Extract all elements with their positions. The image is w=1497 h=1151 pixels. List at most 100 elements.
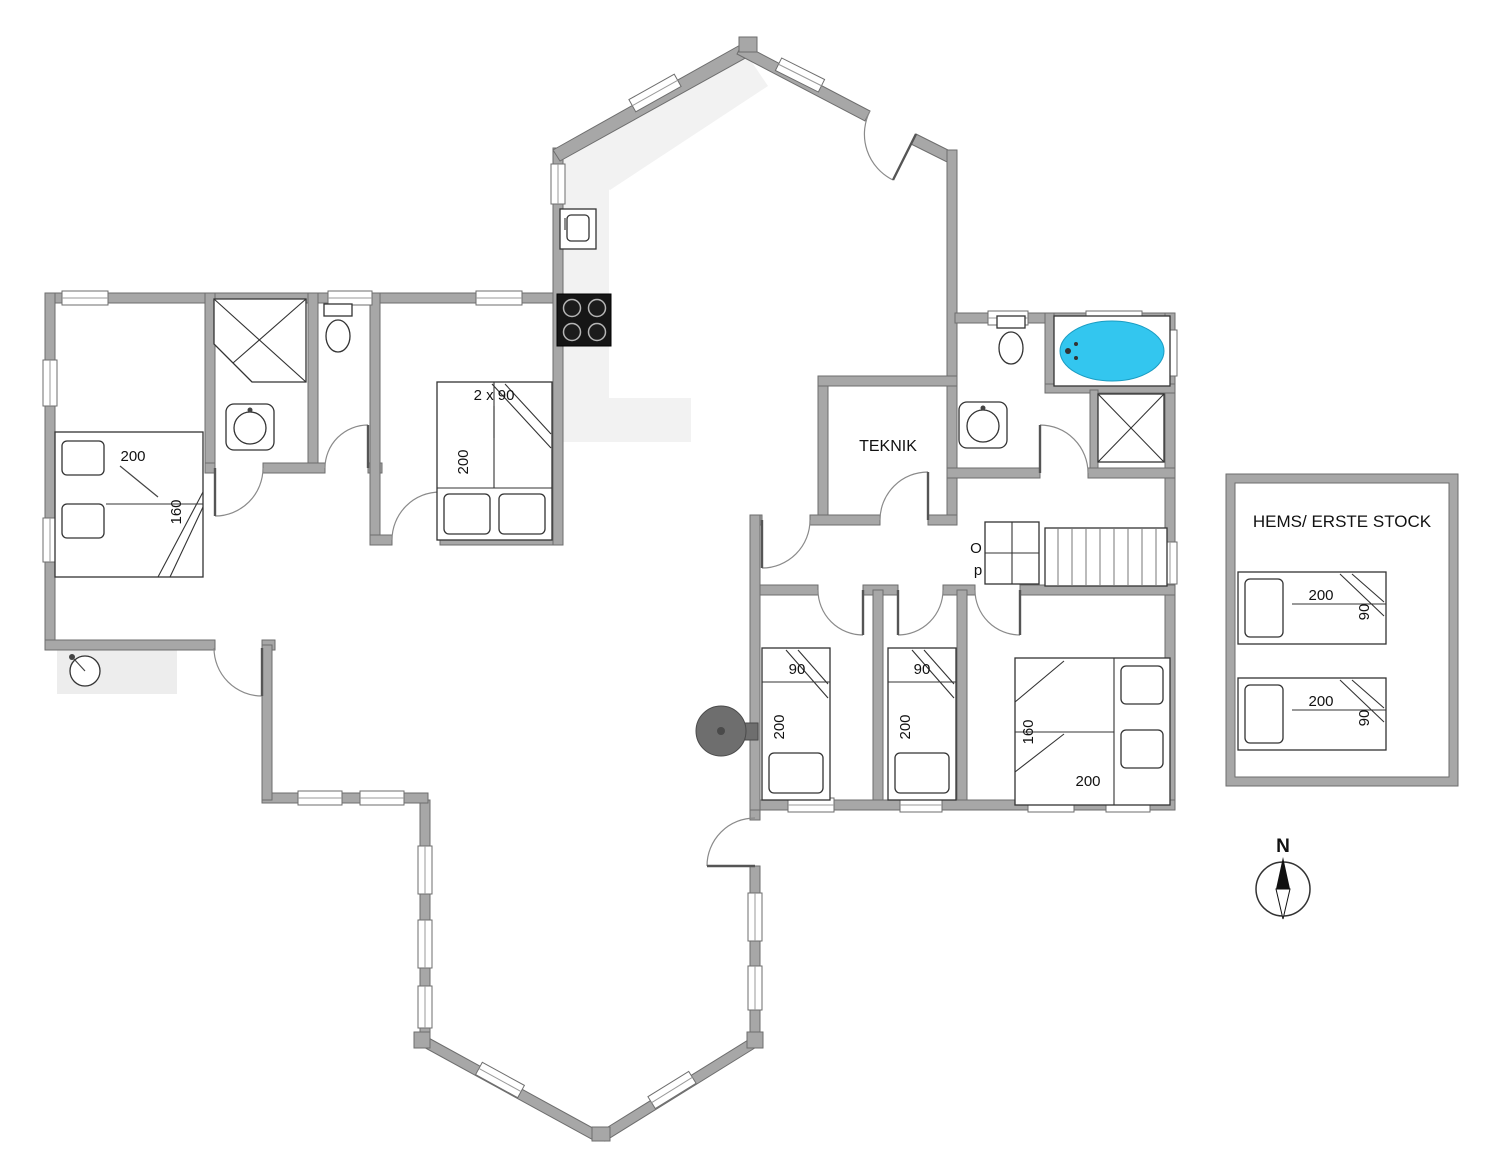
shower-icon — [1097, 393, 1165, 463]
south-needle-icon — [1275, 888, 1291, 920]
wall-segment — [946, 467, 1041, 479]
wall-segment — [817, 375, 958, 387]
window — [747, 965, 763, 1011]
bed-length-label: 200 — [771, 714, 788, 739]
hall-door — [760, 519, 811, 569]
wall-segment — [927, 514, 958, 526]
wall-segment — [1089, 389, 1099, 473]
wall-segment — [749, 809, 761, 821]
terrace-door — [706, 817, 756, 868]
refrigerator-icon — [559, 208, 597, 250]
pillow — [1120, 665, 1164, 705]
window — [628, 73, 682, 113]
bed-length-label: 200 — [897, 714, 914, 739]
wall-post — [746, 1031, 764, 1049]
wall-segment — [809, 514, 881, 526]
wall-segment — [261, 644, 273, 801]
toilet-icon — [323, 303, 353, 353]
floor-shading — [57, 52, 768, 694]
staircase — [1044, 527, 1168, 587]
window — [475, 290, 523, 306]
wc-door — [324, 424, 370, 469]
pillow — [443, 493, 491, 535]
window — [417, 845, 433, 895]
wall-segment — [1044, 312, 1055, 394]
sink-icon — [958, 401, 1008, 449]
window — [42, 359, 58, 407]
bed-length-label: 200 — [1308, 587, 1333, 604]
furniture: 200 160 2 x 90 200 — [54, 208, 1171, 806]
wall-segment — [262, 462, 326, 474]
bedroom-a-door — [817, 589, 865, 636]
bathtub-icon — [1053, 315, 1171, 387]
bed-width-label: 90 — [914, 661, 931, 678]
window — [774, 57, 826, 93]
bed-type-label: 2 x 90 — [474, 387, 515, 404]
north-needle-icon — [1276, 857, 1290, 889]
north-label: N — [1276, 836, 1290, 857]
wall-segment — [44, 292, 56, 651]
pillow — [1120, 729, 1164, 769]
double-bed-2x90: 2 x 90 200 — [436, 381, 553, 541]
bed-width-label: 90 — [789, 661, 806, 678]
bedroom-west-door — [213, 647, 264, 697]
pillow — [61, 440, 105, 476]
single-bed-b: 90 200 — [887, 647, 957, 801]
window — [61, 290, 109, 306]
wall-segment — [946, 149, 958, 523]
window — [417, 985, 433, 1029]
pillow — [498, 493, 546, 535]
toilet-icon — [996, 315, 1026, 365]
stove-icon — [556, 293, 612, 347]
bathroom-east-door — [1038, 424, 1089, 474]
doors — [213, 110, 1089, 868]
window — [417, 919, 433, 969]
wall-post — [738, 36, 758, 53]
bed-length-label: 200 — [1075, 773, 1100, 790]
window — [42, 517, 58, 563]
teknik-label: TEKNIK — [859, 438, 917, 455]
loft-title: HEMS/ ERSTE STOCK — [1253, 512, 1432, 531]
wall-segment — [1087, 467, 1176, 479]
bed-width-label: 160 — [168, 499, 185, 524]
pillow — [1244, 578, 1284, 638]
pillow — [894, 752, 950, 794]
wall-segment — [307, 292, 319, 464]
wood-stove-icon — [695, 705, 759, 757]
bed-width-label: 90 — [1356, 710, 1373, 727]
stairs-up-label-p: p — [974, 562, 982, 579]
wall-segment — [369, 292, 381, 546]
bathroom-west-door — [213, 467, 264, 517]
double-bed-master: 200 160 — [54, 431, 204, 578]
sink-icon — [225, 403, 275, 451]
wall-segment — [749, 865, 761, 1043]
window — [297, 790, 343, 806]
stairs-up-label-o: O — [970, 540, 982, 557]
window — [327, 290, 373, 306]
compass-rose: N — [1255, 836, 1311, 920]
window — [359, 790, 405, 806]
wall-segment — [44, 639, 216, 651]
bed-length-label: 200 — [120, 448, 145, 465]
kitchen-floor-foot — [563, 398, 691, 442]
wall-segment — [872, 589, 884, 806]
bedroom-c-door — [974, 589, 1022, 636]
loft-bed-2: 200 90 — [1237, 677, 1387, 751]
bed-length-label: 200 — [455, 449, 472, 474]
pillow — [61, 503, 105, 539]
teknik-door — [879, 471, 930, 521]
double-bed-east: 160 200 — [1014, 657, 1171, 806]
window — [647, 1070, 697, 1110]
window — [747, 892, 763, 942]
cabinet-icon — [984, 521, 1040, 585]
entry-door — [863, 110, 918, 181]
wall-segment — [749, 514, 761, 811]
window — [474, 1061, 526, 1099]
wall-segment — [956, 589, 968, 806]
wall-segment — [369, 534, 393, 546]
entry-corridor-floor — [562, 52, 768, 190]
single-bed-a: 90 200 — [761, 647, 831, 801]
pillow — [768, 752, 824, 794]
wall-post — [413, 1031, 431, 1049]
